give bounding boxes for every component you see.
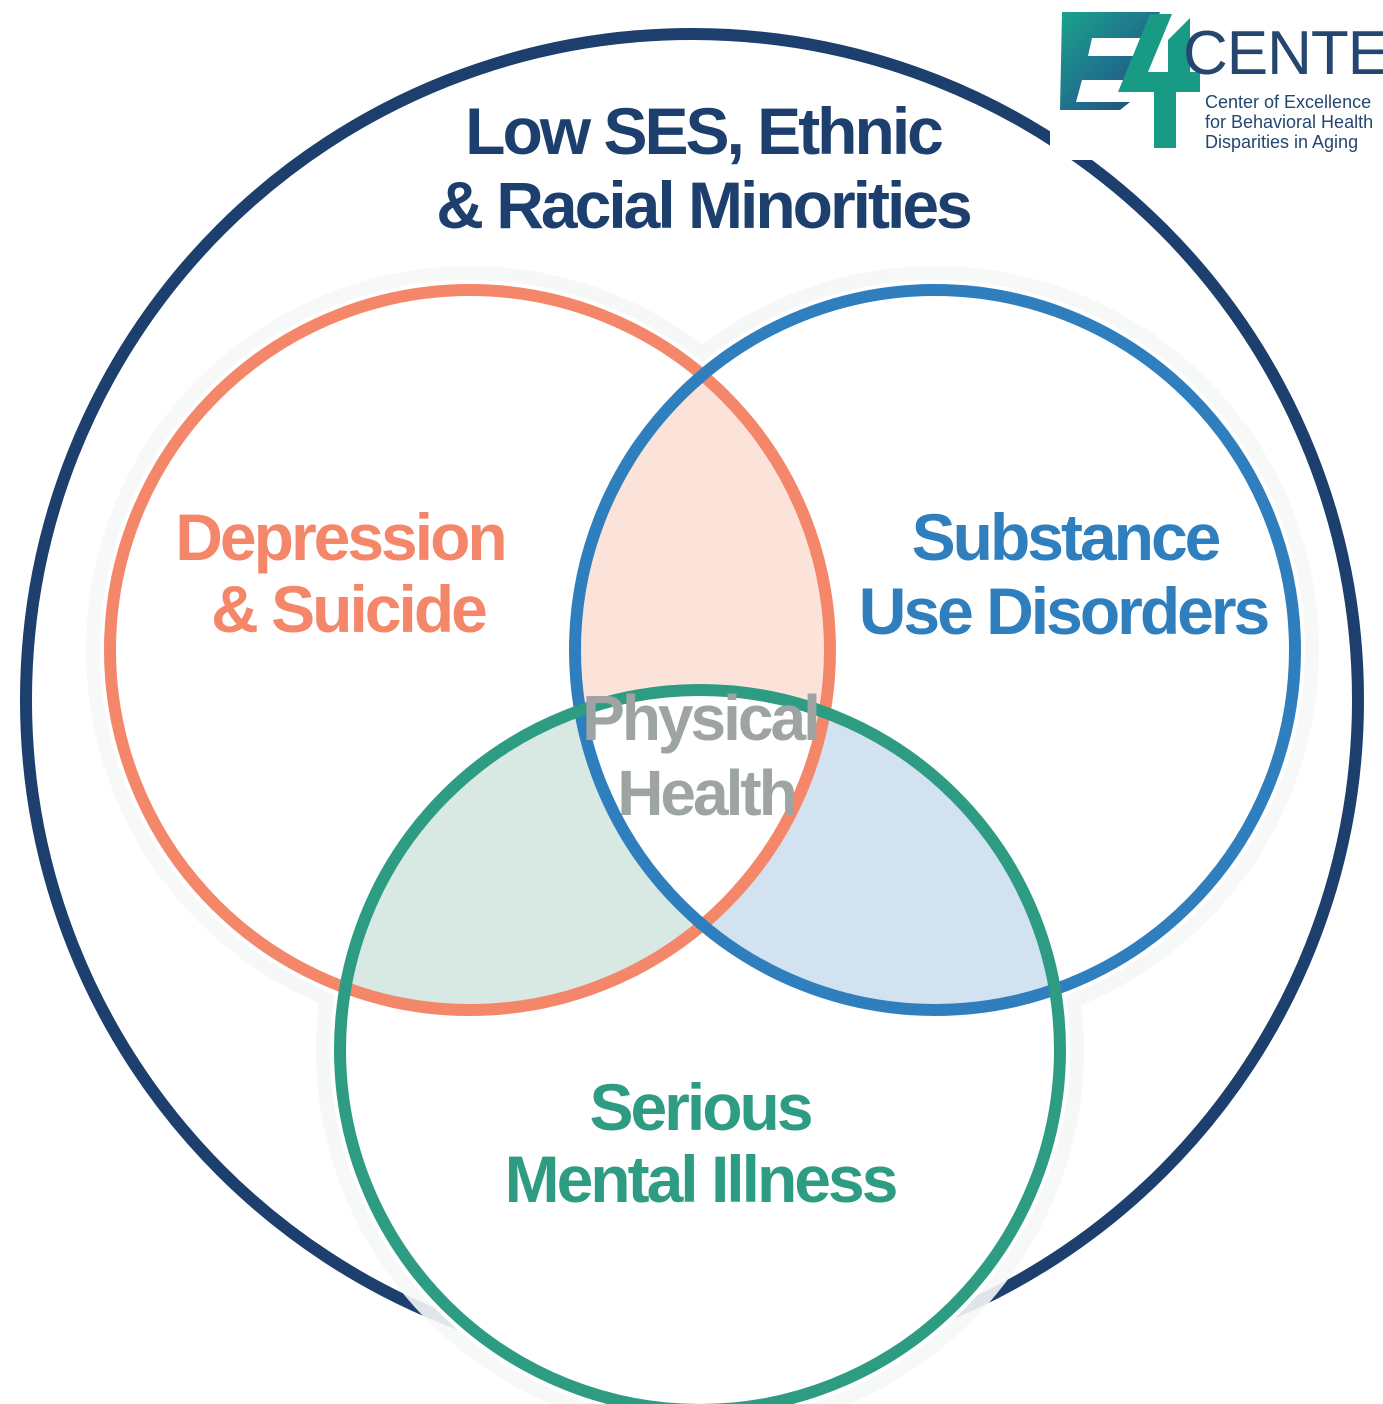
center-label-line2: Health: [617, 757, 795, 829]
substance-circle: [569, 284, 1301, 1016]
smi-circle: [334, 684, 1066, 1404]
logo-word: CENTER: [1183, 19, 1383, 88]
overlap-substance-smi: [575, 690, 1060, 1010]
depression-label-line1: Depression: [175, 500, 504, 574]
center-label-line1: Physical: [582, 682, 818, 754]
logo-subtitle-line1: Center of Excellence: [1205, 92, 1371, 112]
outer-title-line2: & Racial Minorities: [436, 168, 970, 242]
depression-circle: [104, 284, 836, 1016]
e4-center-logo: CENTER Center of Excellence for Behavior…: [1050, 0, 1383, 160]
logo-mark-icon: [1060, 12, 1200, 148]
substance-label-line1: Substance: [912, 500, 1220, 574]
substance-label-line2: Use Disorders: [859, 574, 1268, 648]
smi-label-line1: Serious: [589, 1070, 810, 1144]
smi-label-line2: Mental Illness: [505, 1142, 896, 1216]
depression-label-line2: & Suicide: [211, 572, 486, 646]
logo-subtitle-line2: for Behavioral Health: [1205, 112, 1373, 132]
logo-subtitle-line3: Disparities in Aging: [1205, 132, 1358, 152]
outer-title-line1: Low SES, Ethnic: [465, 94, 942, 168]
overlap-depression-smi: [340, 690, 830, 1010]
